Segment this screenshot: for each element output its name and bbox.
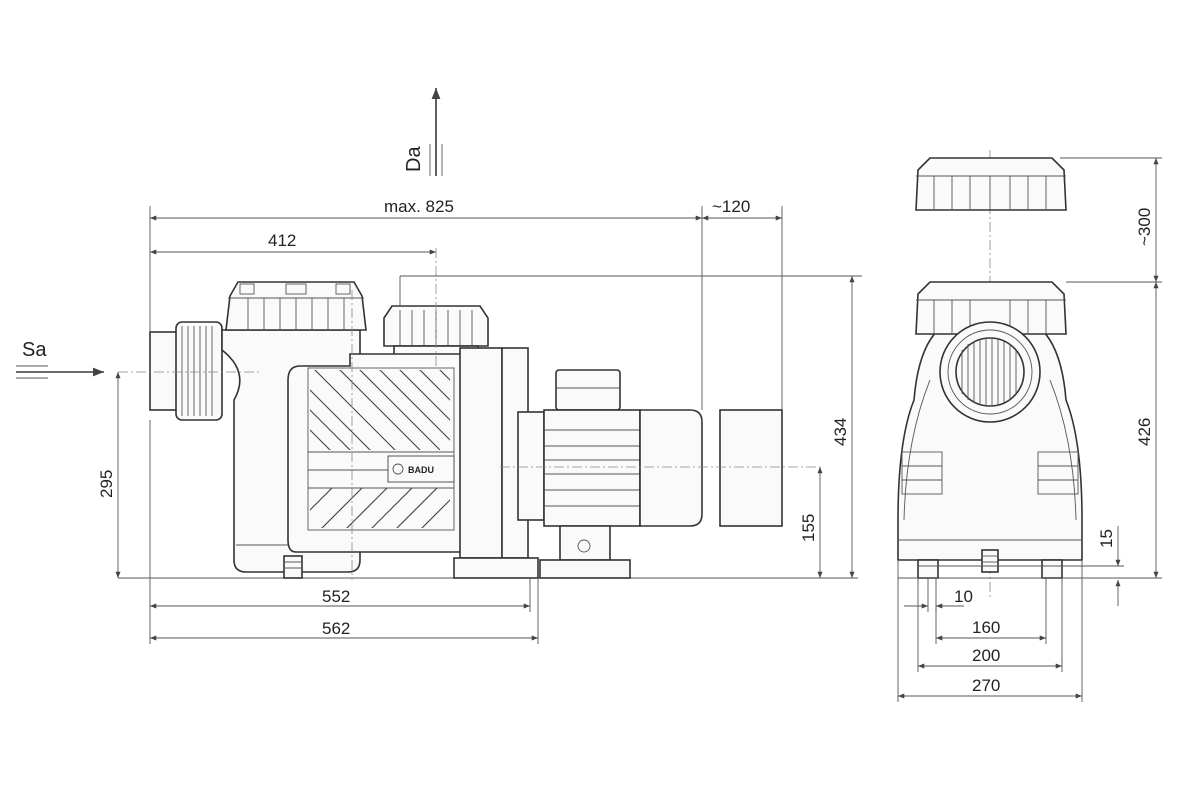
motor	[539, 369, 703, 579]
dim-200: 200	[917, 578, 1063, 672]
front-view: ~300 426 15 10 160	[897, 150, 1162, 702]
dim-412-text: 412	[268, 231, 296, 250]
dim-426: 426	[1082, 282, 1162, 579]
suction-inlet	[149, 321, 223, 421]
dim-295-text: 295	[97, 470, 116, 498]
dim-200-text: 200	[972, 646, 1000, 665]
dim-412: 412	[150, 231, 436, 255]
dim-300-text: ~300	[1135, 208, 1154, 246]
dim-10: 10	[904, 578, 973, 612]
dim-155: 155	[799, 467, 823, 578]
suction-inlet-front	[939, 321, 1041, 423]
side-view: BADU	[16, 88, 862, 644]
dim-overall-length-text: max. 825	[384, 197, 454, 216]
discharge-arrow: Da	[403, 88, 443, 176]
dim-overall-length: max. 825	[149, 197, 703, 410]
dim-motor-clearance-text: ~120	[712, 197, 750, 216]
dim-562: 562	[150, 619, 538, 641]
dim-160: 160	[935, 578, 1047, 644]
dim-300: ~300	[1060, 157, 1162, 283]
dim-motor-clearance: ~120	[702, 197, 783, 410]
base-front	[898, 549, 1118, 579]
suction-label: Sa	[22, 339, 47, 361]
discharge-label: Da	[403, 146, 425, 172]
dim-155-text: 155	[799, 514, 818, 542]
dim-562-text: 562	[322, 619, 350, 638]
dim-426-text: 426	[1135, 418, 1154, 446]
strainer-lid	[225, 281, 367, 331]
suction-arrow: Sa	[16, 339, 104, 379]
dim-295: 295	[97, 372, 121, 578]
dim-15: 15	[1062, 526, 1124, 606]
dim-552-text: 552	[322, 587, 350, 606]
dim-434: 434	[831, 276, 855, 578]
lid-installed	[915, 281, 1067, 335]
lid-removed	[915, 157, 1067, 211]
dim-552: 552	[149, 420, 539, 644]
dim-434-text: 434	[831, 418, 850, 446]
dim-270: 270	[897, 560, 1083, 702]
pump-casing: BADU	[287, 353, 471, 553]
dim-160-text: 160	[972, 618, 1000, 637]
dim-15-text: 15	[1097, 529, 1116, 548]
dim-270-text: 270	[972, 676, 1000, 695]
motor-bracket	[453, 347, 545, 579]
dim-10-text: 10	[954, 587, 973, 606]
brand-logo: BADU	[408, 465, 434, 475]
motor-cover-outline	[719, 409, 783, 527]
